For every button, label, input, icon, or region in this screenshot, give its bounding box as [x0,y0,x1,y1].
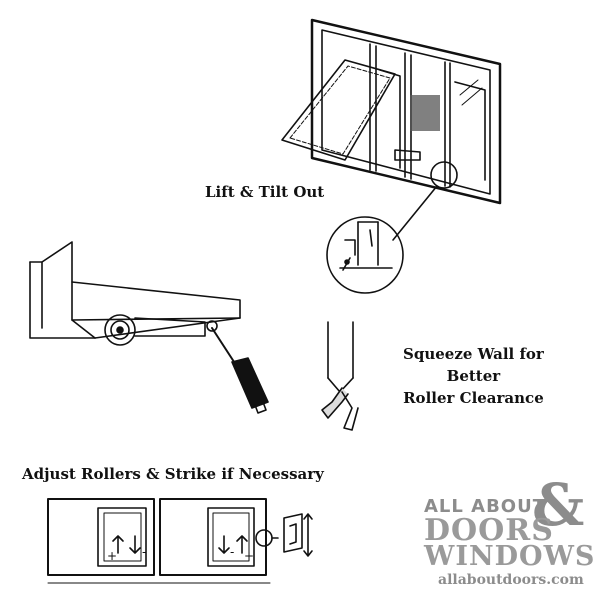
plus-mark-right: + [244,549,254,563]
door-corner-screwdriver-illustration [29,241,269,414]
minus-mark-left: - [142,545,146,559]
caption-squeeze: Squeeze Wall for Better Roller Clearance [403,343,544,409]
brand-line2: DOORS [424,513,554,548]
brand-line3: WINDOWS [424,541,596,572]
adjust-panels [47,498,313,584]
roller-detail-illustration [326,216,404,294]
brand-line1: ALL ABOUT [424,496,546,517]
sliding-window-illustration [281,18,502,241]
magnify-circle-small [430,161,458,189]
caption-squeeze-line3: Roller Clearance [403,389,544,407]
pliers-squeeze-illustration [321,321,359,431]
caption-adjust: Adjust Rollers & Strike if Necessary [22,465,324,483]
plus-mark-left: + [107,549,117,563]
caption-squeeze-line1: Squeeze Wall for [403,345,544,363]
minus-mark-right: - [230,545,234,559]
caption-squeeze-line2: Better [446,367,501,385]
caption-lift-tilt: Lift & Tilt Out [205,183,325,201]
brand-ampersand: & [532,471,585,539]
brand-url[interactable]: allaboutdoors.com [438,572,584,588]
